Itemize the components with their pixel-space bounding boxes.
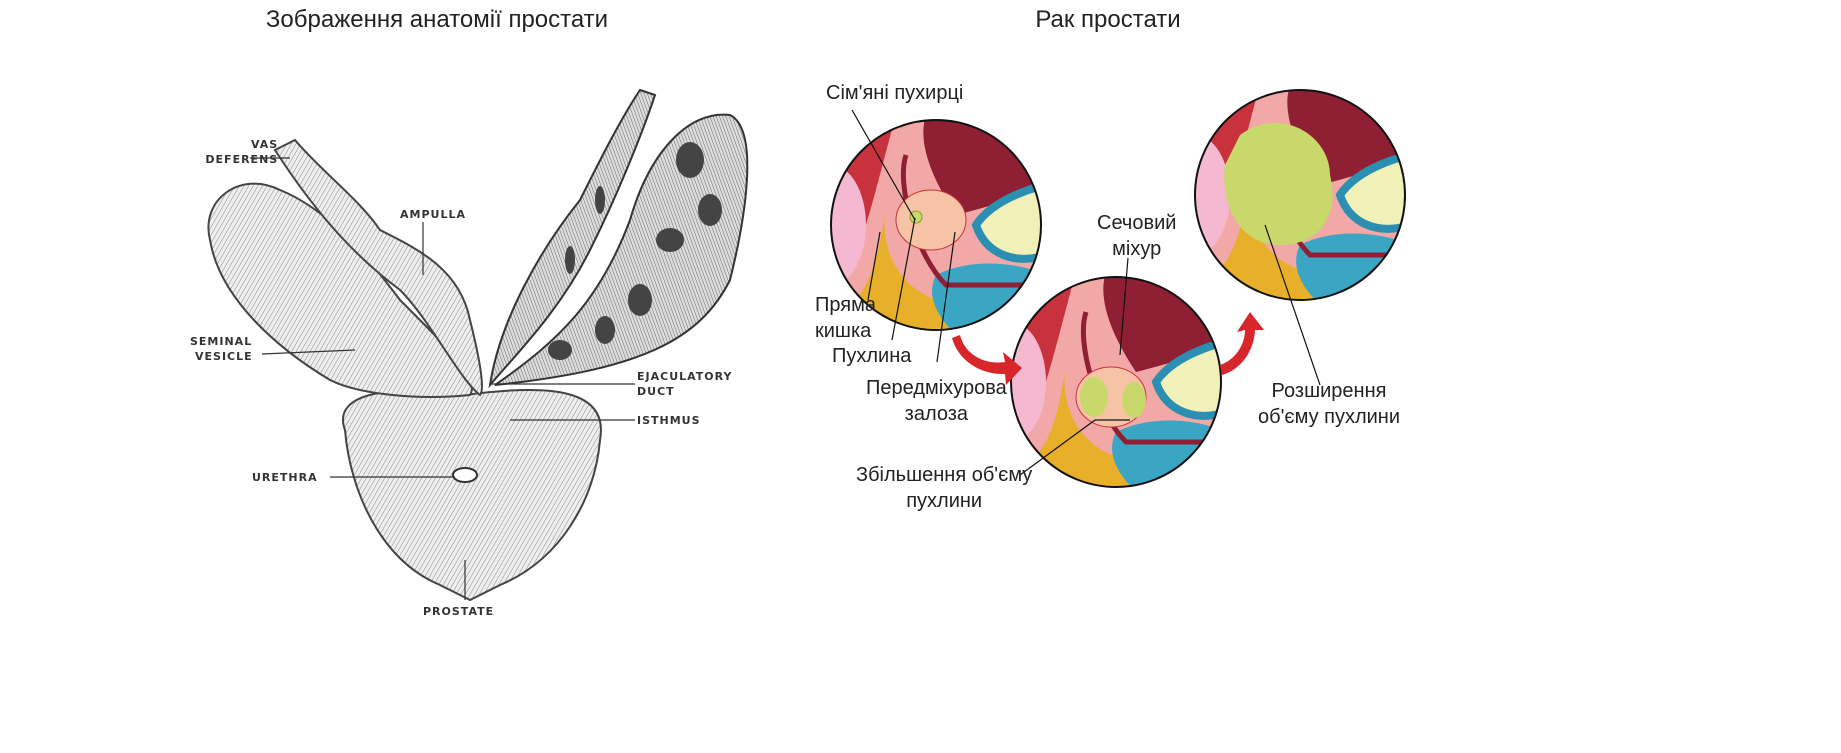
- label-bladder-line2: міхур: [1112, 238, 1162, 260]
- label-ejaculatory-duct: EJACULATORY DUCT: [637, 369, 732, 399]
- tumor-large: [1224, 122, 1333, 245]
- tumor-medium: [1080, 377, 1108, 417]
- label-vas-deferens-line1: VAS: [251, 138, 279, 151]
- label-isthmus: ISTHMUS: [637, 414, 701, 427]
- label-ejaculatory-duct-line1: EJACULATORY: [637, 370, 733, 383]
- stage2-circle: [1010, 276, 1222, 488]
- left-panel-title: Зображення анатомії простати: [265, 6, 609, 33]
- vas-deferens: [273, 138, 483, 397]
- stage1-circle: [830, 119, 1042, 331]
- label-seminal-vesicle-line2: VESICLE: [195, 350, 253, 363]
- label-vas-deferens-line2: DEFERENS: [205, 153, 279, 166]
- label-tumor: Пухлина: [832, 345, 912, 367]
- label-prostate-gland: Передміхурова залоза: [866, 375, 1007, 427]
- right-panel-title: Рак простати: [1035, 6, 1181, 33]
- label-bladder: Сечовий міхур: [1097, 210, 1176, 262]
- label-prostate: PROSTATE: [423, 605, 495, 618]
- label-seminal-vesicle-line1: SEMINAL: [190, 335, 253, 348]
- label-tumor-growth-line2: пухлини: [906, 490, 983, 512]
- progress-arrow-2: [1220, 312, 1264, 375]
- leader-lines: [250, 157, 635, 600]
- sectioned-seminal-vesicle: [494, 113, 749, 386]
- label-ejaculatory-duct-line2: DUCT: [637, 385, 675, 398]
- tumor-small: [909, 210, 923, 224]
- label-bladder-line1: Сечовий: [1097, 212, 1177, 234]
- prostate-anatomy-engraving: [207, 88, 749, 602]
- label-rectum-line2: кишка: [815, 320, 872, 342]
- label-urethra: URETHRA: [252, 471, 318, 484]
- progress-arrow-1: [952, 335, 1022, 385]
- label-prostate-gland-line1: Передміхурова: [866, 377, 1007, 399]
- sectioned-vas: [488, 88, 657, 389]
- label-rectum: Пряма кишка: [815, 292, 876, 344]
- label-tumor-expansion: Розширення об'єму пухлини: [1258, 378, 1400, 430]
- label-seminal-vesicle: SEMINAL VESICLE: [190, 334, 253, 364]
- label-tumor-growth-line1: Збільшення об'єму: [856, 464, 1033, 486]
- label-ampulla: AMPULLA: [400, 208, 466, 221]
- label-vas-deferens: VAS DEFERENS: [205, 137, 279, 167]
- label-seminal-vesicles: Сім'яні пухирці: [826, 82, 964, 104]
- label-tumor-growth: Збільшення об'єму пухлини: [856, 462, 1032, 514]
- stage3-circle: [1194, 89, 1406, 301]
- urethra-opening: [452, 467, 478, 483]
- label-tumor-expansion-line1: Розширення: [1271, 380, 1387, 402]
- label-prostate-gland-line2: залоза: [904, 403, 969, 425]
- label-rectum-line1: Пряма: [815, 294, 876, 316]
- label-tumor-expansion-line2: об'єму пухлини: [1258, 406, 1401, 428]
- right-leader-lines: [851, 109, 1321, 476]
